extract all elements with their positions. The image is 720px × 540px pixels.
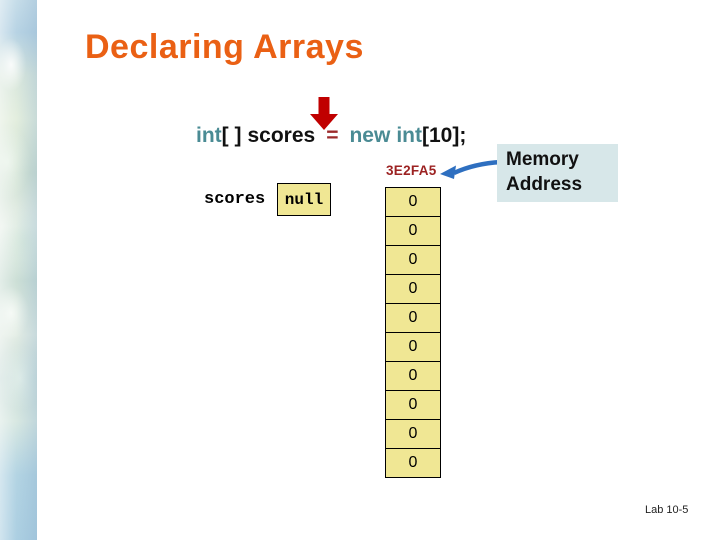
memory-cell: 0 xyxy=(385,390,441,420)
code-int-keyword-2: int xyxy=(396,124,422,147)
memory-cell: 0 xyxy=(385,216,441,246)
red-down-arrow-icon xyxy=(310,97,338,130)
memory-cell: 0 xyxy=(385,187,441,217)
memory-address-callout: Memory Address xyxy=(497,144,618,202)
memory-cell: 0 xyxy=(385,332,441,362)
code-equals: = xyxy=(326,124,339,147)
code-int-keyword: int xyxy=(196,124,222,147)
memory-cell: 0 xyxy=(385,448,441,478)
code-brackets: [ ] xyxy=(221,124,242,147)
code-new-keyword: new xyxy=(349,124,391,147)
callout-line2: Address xyxy=(506,173,583,195)
decorative-left-strip xyxy=(0,0,37,540)
scores-value-box: null xyxy=(277,183,331,216)
memory-address-value: 3E2FA5 xyxy=(386,163,437,178)
memory-cell: 0 xyxy=(385,274,441,304)
blue-left-arrow-icon xyxy=(440,159,502,179)
memory-cell: 0 xyxy=(385,245,441,275)
memory-cell: 0 xyxy=(385,361,441,391)
memory-cell: 0 xyxy=(385,419,441,449)
callout-line1: Memory xyxy=(506,149,579,170)
scores-variable-label: scores xyxy=(204,190,266,209)
memory-cell-array: 0 0 0 0 0 0 0 0 0 0 xyxy=(385,187,441,478)
footer-page-label: Lab 10-5 xyxy=(645,504,689,516)
memory-cell: 0 xyxy=(385,303,441,333)
code-size-brackets: [10]; xyxy=(421,124,467,147)
page-title: Declaring Arrays xyxy=(85,28,364,66)
code-variable: scores xyxy=(247,124,316,147)
